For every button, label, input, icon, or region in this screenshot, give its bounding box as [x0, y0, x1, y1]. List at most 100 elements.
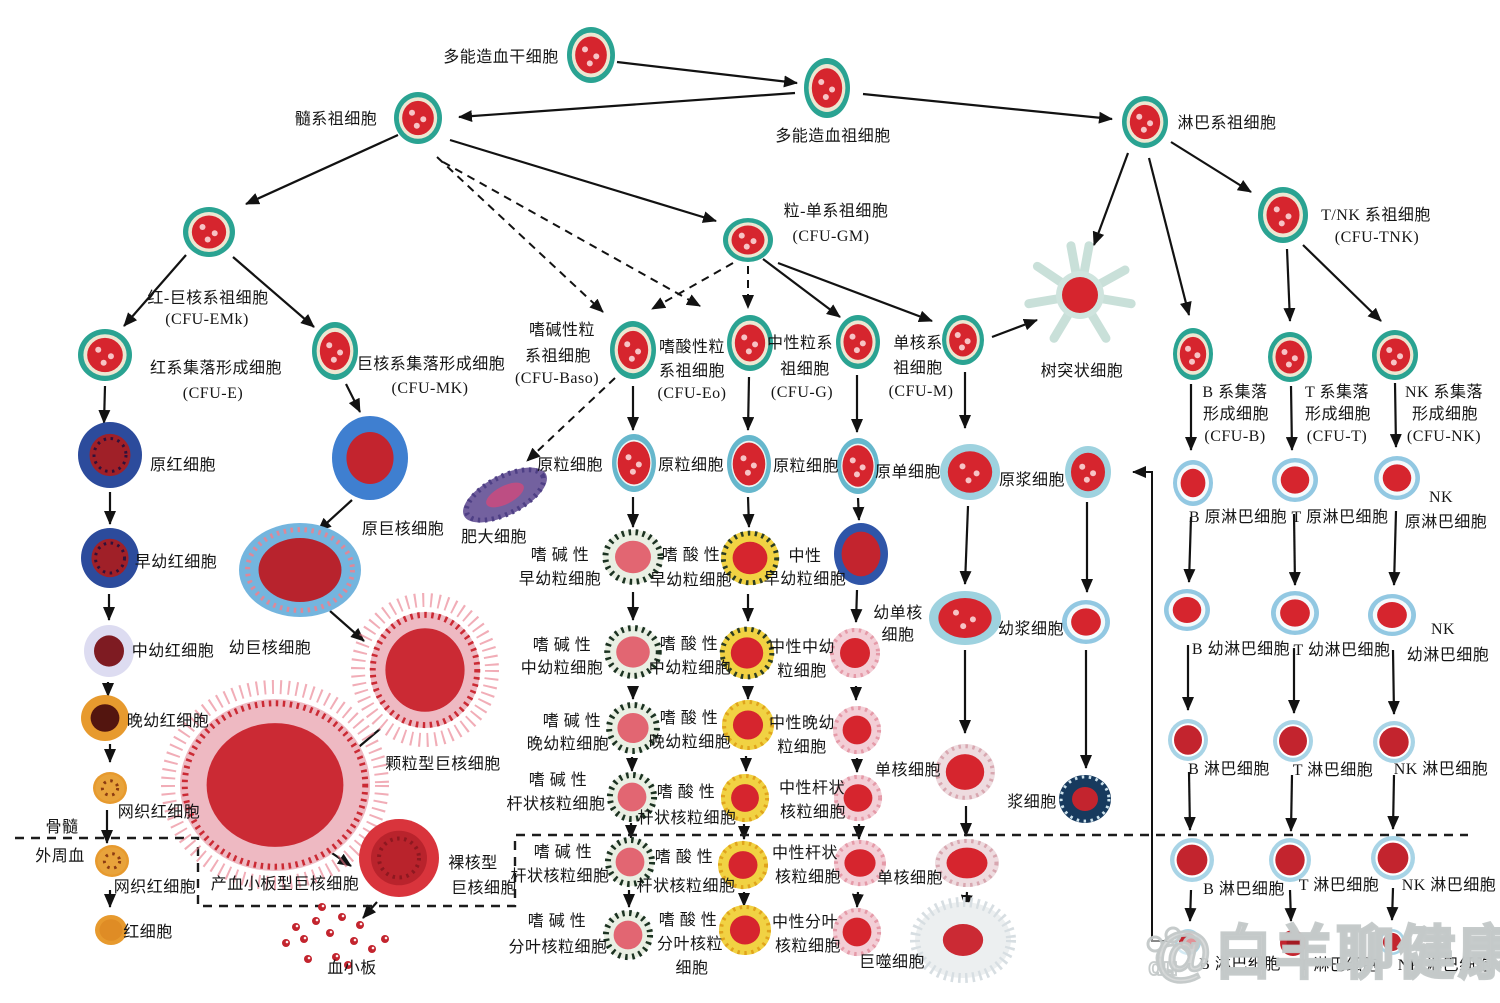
orthochromatic-erythroblast-cell: [81, 695, 129, 741]
arrow: [317, 499, 353, 532]
arrow: [1092, 152, 1130, 246]
neut-band-blood-cell: [834, 839, 886, 887]
dashed-arrow: [651, 262, 734, 310]
cfu-baso-cell: [610, 321, 656, 379]
arrow: [245, 133, 399, 206]
arrow: [1147, 157, 1192, 316]
dashed-arrow: [436, 156, 604, 313]
arrow: [1184, 889, 1197, 922]
eo-myelocyte-cell: [719, 626, 775, 680]
myeloblast-baso-cell: [612, 434, 656, 492]
juvenile-megakaryocyte-cell: [239, 523, 361, 617]
cfu-nk-cell: [1372, 330, 1418, 380]
macrophage-cell: [910, 897, 1016, 983]
cells-layer: [78, 27, 1420, 983]
arrow: [742, 496, 755, 528]
promegakaryocyte-cell: [332, 416, 408, 500]
polychromatic-erythroblast-cell: [84, 625, 134, 677]
arrow: [232, 256, 315, 328]
myeloid-progenitor-cell: [394, 92, 442, 144]
watermark-logo-text: du: [1147, 953, 1178, 982]
baso-promyelocyte-cell: [602, 529, 664, 585]
eo-band-blood-cell: [718, 840, 768, 890]
baso-band-blood-cell: [604, 836, 656, 888]
arrow: [458, 91, 796, 123]
arrow: [1387, 774, 1400, 830]
neut-myelocyte-cell: [830, 628, 880, 678]
arrow: [1285, 385, 1298, 451]
arrow: [329, 610, 365, 642]
cfu-b-cell: [1173, 328, 1213, 380]
arrow: [1285, 774, 1298, 832]
t-prolymphocyte-cell: [1272, 458, 1318, 502]
lymphoid-progenitor-cell: [1122, 96, 1168, 148]
baso-band-marrow-cell: [606, 771, 658, 823]
dendritic-cell-cell: [1024, 241, 1136, 343]
cfu-mk-cell: [312, 322, 358, 380]
myeloblast-eo-cell: [727, 435, 771, 493]
arrow: [362, 901, 378, 919]
t-juvenile-lymphocyte-cell: [1271, 591, 1319, 635]
eo-metamyelocyte-cell: [722, 700, 774, 750]
cfu-tnk-cell: [1258, 187, 1308, 243]
arrow: [1288, 513, 1301, 586]
baso-segmented-cell: [602, 909, 654, 961]
arrow: [1388, 510, 1401, 586]
arrow: [777, 261, 933, 323]
arrow: [123, 254, 187, 327]
arrow: [1284, 889, 1297, 922]
arrow: [762, 258, 841, 318]
proerythroblast-cell: [78, 422, 142, 488]
plasmacyte-cell: [1059, 775, 1111, 823]
arrow: [1183, 516, 1196, 583]
promonocyte-cell: [929, 591, 1001, 645]
nk-lymphocyte-marrow-cell: [1373, 721, 1415, 763]
t-lymphocyte-marrow-cell: [1273, 720, 1313, 762]
granular-megakaryocyte-cell: [351, 593, 499, 747]
arrow: [1302, 244, 1382, 322]
cfu-g-cell: [836, 315, 880, 369]
baso-metamyelocyte-cell: [606, 702, 660, 754]
proplasmacyte-cell: [1065, 446, 1111, 498]
arrow: [850, 589, 863, 623]
watermark: @白羊聊健康: [1153, 920, 1500, 988]
arrow: [1170, 141, 1252, 193]
dashed-arrow: [442, 161, 701, 307]
cfu-t-cell: [1268, 332, 1312, 382]
arrow: [852, 497, 865, 521]
neut-metamyelocyte-cell: [832, 705, 882, 755]
cfu-eo-cell: [727, 315, 773, 371]
neut-band-marrow-cell: [833, 774, 883, 822]
baso-myelocyte-cell: [604, 625, 662, 679]
cfu-m-cell: [942, 315, 984, 365]
platelets-cell: [282, 903, 389, 969]
neut-promyelocyte-cell: [834, 523, 888, 585]
basophilic-erythroblast-cell: [81, 528, 139, 588]
dashed-arrow: [526, 377, 616, 462]
nk-lymphocyte-final-cell: [1379, 929, 1405, 955]
nk-juvenile-lymphocyte-cell: [1368, 594, 1416, 636]
arrow: [345, 383, 361, 413]
b-prolymphocyte-cell: [1173, 460, 1213, 506]
b-lymphocyte-to-proplasmacyte-arrow: [1132, 466, 1171, 942]
eo-promyelocyte-cell: [720, 530, 780, 586]
monocyte-marrow-cell: [935, 744, 995, 800]
arrow: [862, 92, 1113, 124]
arrow: [1386, 887, 1399, 921]
juvenile-plasmacyte-cell: [1062, 600, 1110, 644]
arrow: [98, 385, 111, 424]
platelet-producing-megakaryocyte-cell: [161, 680, 389, 890]
arrow: [616, 60, 798, 88]
b-lymphocyte-blood-cell: [1170, 838, 1214, 882]
arrow: [1283, 248, 1296, 322]
arrow: [742, 376, 755, 431]
arrow: [1389, 382, 1402, 448]
myeloblast-neut-cell: [837, 438, 879, 494]
mast-cell-cell: [463, 467, 547, 523]
eo-band-marrow-cell: [720, 773, 770, 823]
arrow: [449, 138, 717, 223]
bone-marrow-peripheral-blood-boundary: [15, 833, 1468, 908]
arrows-layer: [98, 60, 1402, 922]
